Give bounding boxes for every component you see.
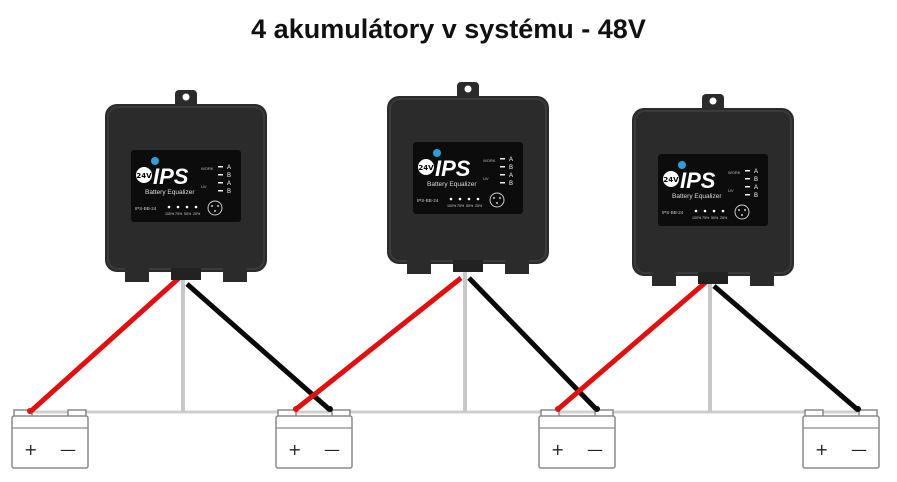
wire-negative-2	[467, 276, 599, 412]
terminal-contact	[327, 406, 333, 412]
connector-icon	[489, 192, 505, 208]
brand-logo: IPS	[680, 168, 716, 193]
diagram-title: 4 akumulátory v systému - 48V	[251, 14, 646, 44]
port-label-a: A	[754, 169, 758, 175]
port-label-b: B	[509, 165, 513, 171]
battery-4: + —	[802, 409, 880, 469]
wire-positive-2	[293, 276, 463, 412]
level-label: 50%	[466, 204, 474, 208]
voltage-badge: 24V	[136, 172, 152, 180]
product-subtitle: Battery Equalizer	[427, 181, 477, 188]
model-label: IPS-BB-24	[135, 206, 157, 211]
voltage-badge: 24V	[418, 164, 434, 172]
port-label-a: A	[227, 165, 231, 171]
battery-plus-label: +	[24, 440, 37, 459]
level-label: 75%	[702, 216, 710, 220]
battery-3: + —	[538, 409, 616, 469]
terminal-contact	[555, 406, 561, 412]
equalizer-1: 24V IPS Battery Equalizer IPS-BB-24 WORK…	[104, 89, 268, 283]
port-label-a: A	[509, 157, 513, 163]
product-subtitle: Battery Equalizer	[672, 193, 722, 200]
port-label-a: A	[509, 173, 513, 179]
uv-label: UV	[483, 176, 489, 181]
terminal-contact	[594, 406, 600, 412]
voltage-badge: 24V	[663, 176, 679, 184]
battery-1: + —	[11, 409, 89, 469]
equalizer-2: 24V IPS Battery Equalizer IPS-BB-24 WORK…	[386, 81, 550, 275]
brand-logo: IPS	[153, 164, 189, 189]
level-label: 25%	[475, 204, 483, 208]
port-label-b: B	[227, 173, 231, 179]
battery-plus-label: +	[551, 440, 564, 459]
terminal-contact	[855, 406, 861, 412]
port-label-b: B	[754, 193, 758, 199]
terminal-contact	[293, 406, 299, 412]
port-label-b: B	[754, 177, 758, 183]
level-label: 50%	[184, 212, 192, 216]
model-label: IPS-BB-24	[417, 198, 439, 203]
work-label: WORK	[728, 170, 741, 175]
wire-positive-3	[555, 280, 708, 412]
uv-label: UV	[728, 188, 734, 193]
connector-icon	[734, 204, 750, 220]
equalizer-3: 24V IPS Battery Equalizer IPS-BB-24 WORK…	[631, 93, 795, 287]
battery-plus-label: +	[288, 440, 301, 459]
battery-2: + —	[275, 409, 353, 469]
port-label-a: A	[754, 185, 758, 191]
battery-plus-label: +	[815, 440, 828, 459]
wire-negative-1	[185, 282, 332, 412]
level-label: 75%	[175, 212, 183, 216]
level-label: 75%	[457, 204, 465, 208]
product-subtitle: Battery Equalizer	[145, 189, 195, 196]
port-label-b: B	[227, 189, 231, 195]
battery-minus-label: —	[324, 440, 340, 459]
model-label: IPS-BB-24	[662, 210, 684, 215]
port-label-b: B	[509, 181, 513, 187]
wire-negative-3	[712, 284, 860, 412]
level-label: 50%	[711, 216, 719, 220]
level-label: 25%	[720, 216, 728, 220]
level-label: 100%	[447, 204, 457, 208]
brand-logo: IPS	[435, 156, 471, 181]
connector-icon	[207, 200, 223, 216]
battery-minus-label: —	[587, 440, 603, 459]
wires	[28, 270, 860, 414]
level-label: 100%	[692, 216, 702, 220]
terminal-contact	[27, 408, 33, 414]
uv-label: UV	[201, 184, 207, 189]
level-label: 25%	[193, 212, 201, 216]
work-label: WORK	[201, 166, 214, 171]
battery-minus-label: —	[851, 440, 867, 459]
port-label-a: A	[227, 181, 231, 187]
level-label: 100%	[165, 212, 175, 216]
battery-minus-label: —	[60, 440, 76, 459]
work-label: WORK	[483, 158, 496, 163]
wire-positive-1	[28, 276, 181, 414]
